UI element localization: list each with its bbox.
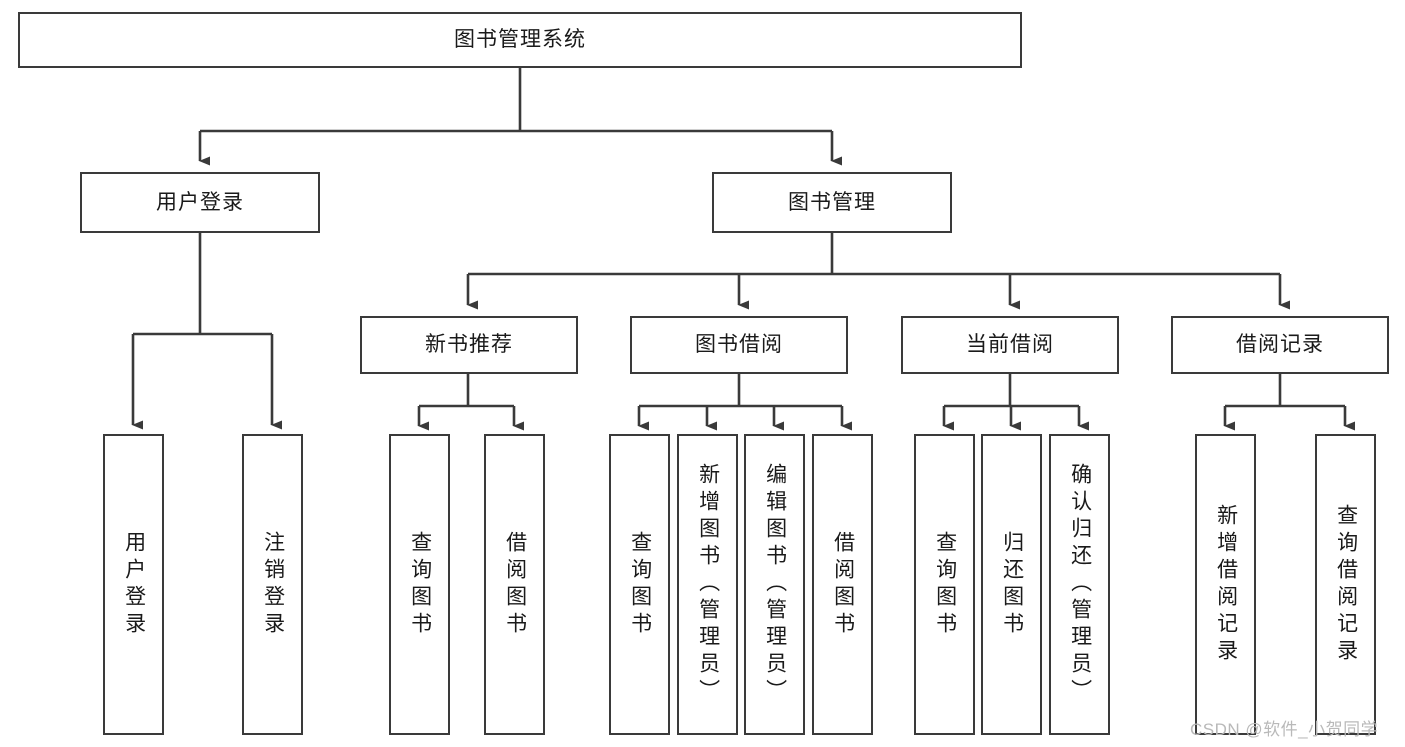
node-current-borrow[interactable]: 当前借阅 (901, 316, 1119, 374)
leaf-user-logout[interactable]: 注销登录 (242, 434, 303, 735)
leaf-edit-book[interactable]: 编辑图书（管理员） (744, 434, 805, 735)
leaf-query-book-borrow[interactable]: 查询图书 (609, 434, 670, 735)
leaf-confirm-return[interactable]: 确认归还（管理员） (1049, 434, 1110, 735)
leaf-query-book-current[interactable]: 查询图书 (914, 434, 975, 735)
leaf-add-book[interactable]: 新增图书（管理员） (677, 434, 738, 735)
leaf-borrow-book-borrow[interactable]: 借阅图书 (812, 434, 873, 735)
node-user-login[interactable]: 用户登录 (80, 172, 320, 233)
leaf-user-login[interactable]: 用户登录 (103, 434, 164, 735)
leaf-return-book[interactable]: 归还图书 (981, 434, 1042, 735)
node-root[interactable]: 图书管理系统 (18, 12, 1022, 68)
node-book-borrow[interactable]: 图书借阅 (630, 316, 848, 374)
node-book-manage[interactable]: 图书管理 (712, 172, 952, 233)
node-borrow-record[interactable]: 借阅记录 (1171, 316, 1389, 374)
leaf-add-record[interactable]: 新增借阅记录 (1195, 434, 1256, 735)
node-new-book-recommend[interactable]: 新书推荐 (360, 316, 578, 374)
leaf-query-record[interactable]: 查询借阅记录 (1315, 434, 1376, 735)
leaf-query-book-recommend[interactable]: 查询图书 (389, 434, 450, 735)
leaf-borrow-book-recommend[interactable]: 借阅图书 (484, 434, 545, 735)
csdn-watermark: CSDN @软件_小贺同学 (1190, 720, 1379, 739)
